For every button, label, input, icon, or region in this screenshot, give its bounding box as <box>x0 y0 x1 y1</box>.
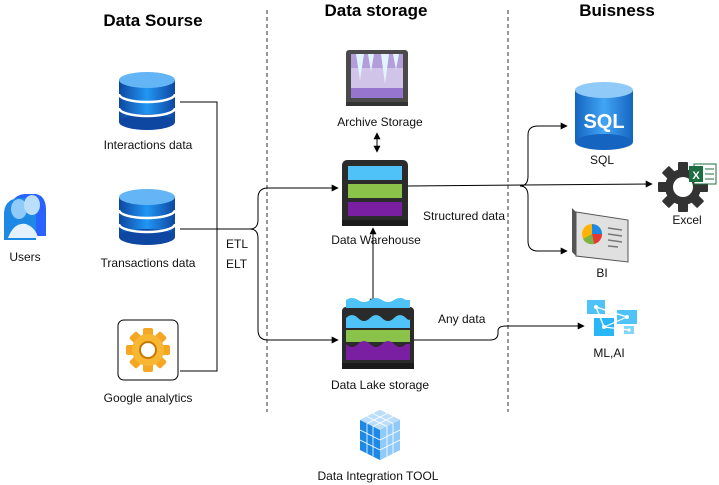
data-warehouse-icon[interactable] <box>342 160 408 226</box>
excel-gear-icon[interactable]: X <box>658 162 717 212</box>
any-data-label: Any data <box>438 312 486 326</box>
source-bus-connector <box>180 101 218 372</box>
users-label: Users <box>9 250 40 264</box>
header-data-storage: Data storage <box>325 1 428 20</box>
google-analytics-label: Google analytics <box>104 391 193 405</box>
ml-ai-icon[interactable] <box>587 300 637 336</box>
data-integration-cube-icon[interactable] <box>359 410 401 460</box>
etl-label: ETL <box>226 237 248 251</box>
structured-data-label: Structured data <box>423 209 505 223</box>
data-warehouse-label: Data Warehouse <box>331 233 421 247</box>
archive-storage-label: Archive Storage <box>337 115 423 129</box>
header-data-source: Data Sourse <box>103 11 202 30</box>
warehouse-to-excel-connector[interactable] <box>407 180 653 188</box>
transactions-data-label: Transactions data <box>101 256 196 270</box>
bi-label: BI <box>596 266 607 280</box>
ml-ai-label: ML,AI <box>593 346 624 360</box>
users-icon[interactable] <box>4 194 46 240</box>
etl-to-warehouse-connector[interactable] <box>217 184 339 230</box>
bi-dashboard-icon[interactable] <box>572 208 629 263</box>
elt-to-lake-connector[interactable] <box>217 228 339 344</box>
interactions-database-icon[interactable] <box>117 72 177 130</box>
sql-label: SQL <box>590 153 614 167</box>
transactions-database-icon[interactable] <box>117 189 177 245</box>
lake-to-ml-connector[interactable] <box>414 322 585 341</box>
data-integration-label: Data Integration TOOL <box>318 469 439 483</box>
google-analytics-gear-icon[interactable] <box>117 319 179 381</box>
excel-label: Excel <box>672 213 701 227</box>
sql-database-icon[interactable]: SQL <box>575 82 633 150</box>
data-lake-label: Data Lake storage <box>331 378 429 392</box>
elt-label: ELT <box>226 257 248 271</box>
archive-storage-icon[interactable] <box>346 50 408 106</box>
header-business: Buisness <box>579 1 655 20</box>
sql-icon-text: SQL <box>583 111 624 133</box>
warehouse-to-sql-connector[interactable] <box>519 122 568 187</box>
interactions-data-label: Interactions data <box>104 138 193 152</box>
excel-badge-text: X <box>692 170 700 182</box>
data-lake-icon[interactable] <box>342 298 414 369</box>
warehouse-to-bi-connector[interactable] <box>519 185 568 255</box>
